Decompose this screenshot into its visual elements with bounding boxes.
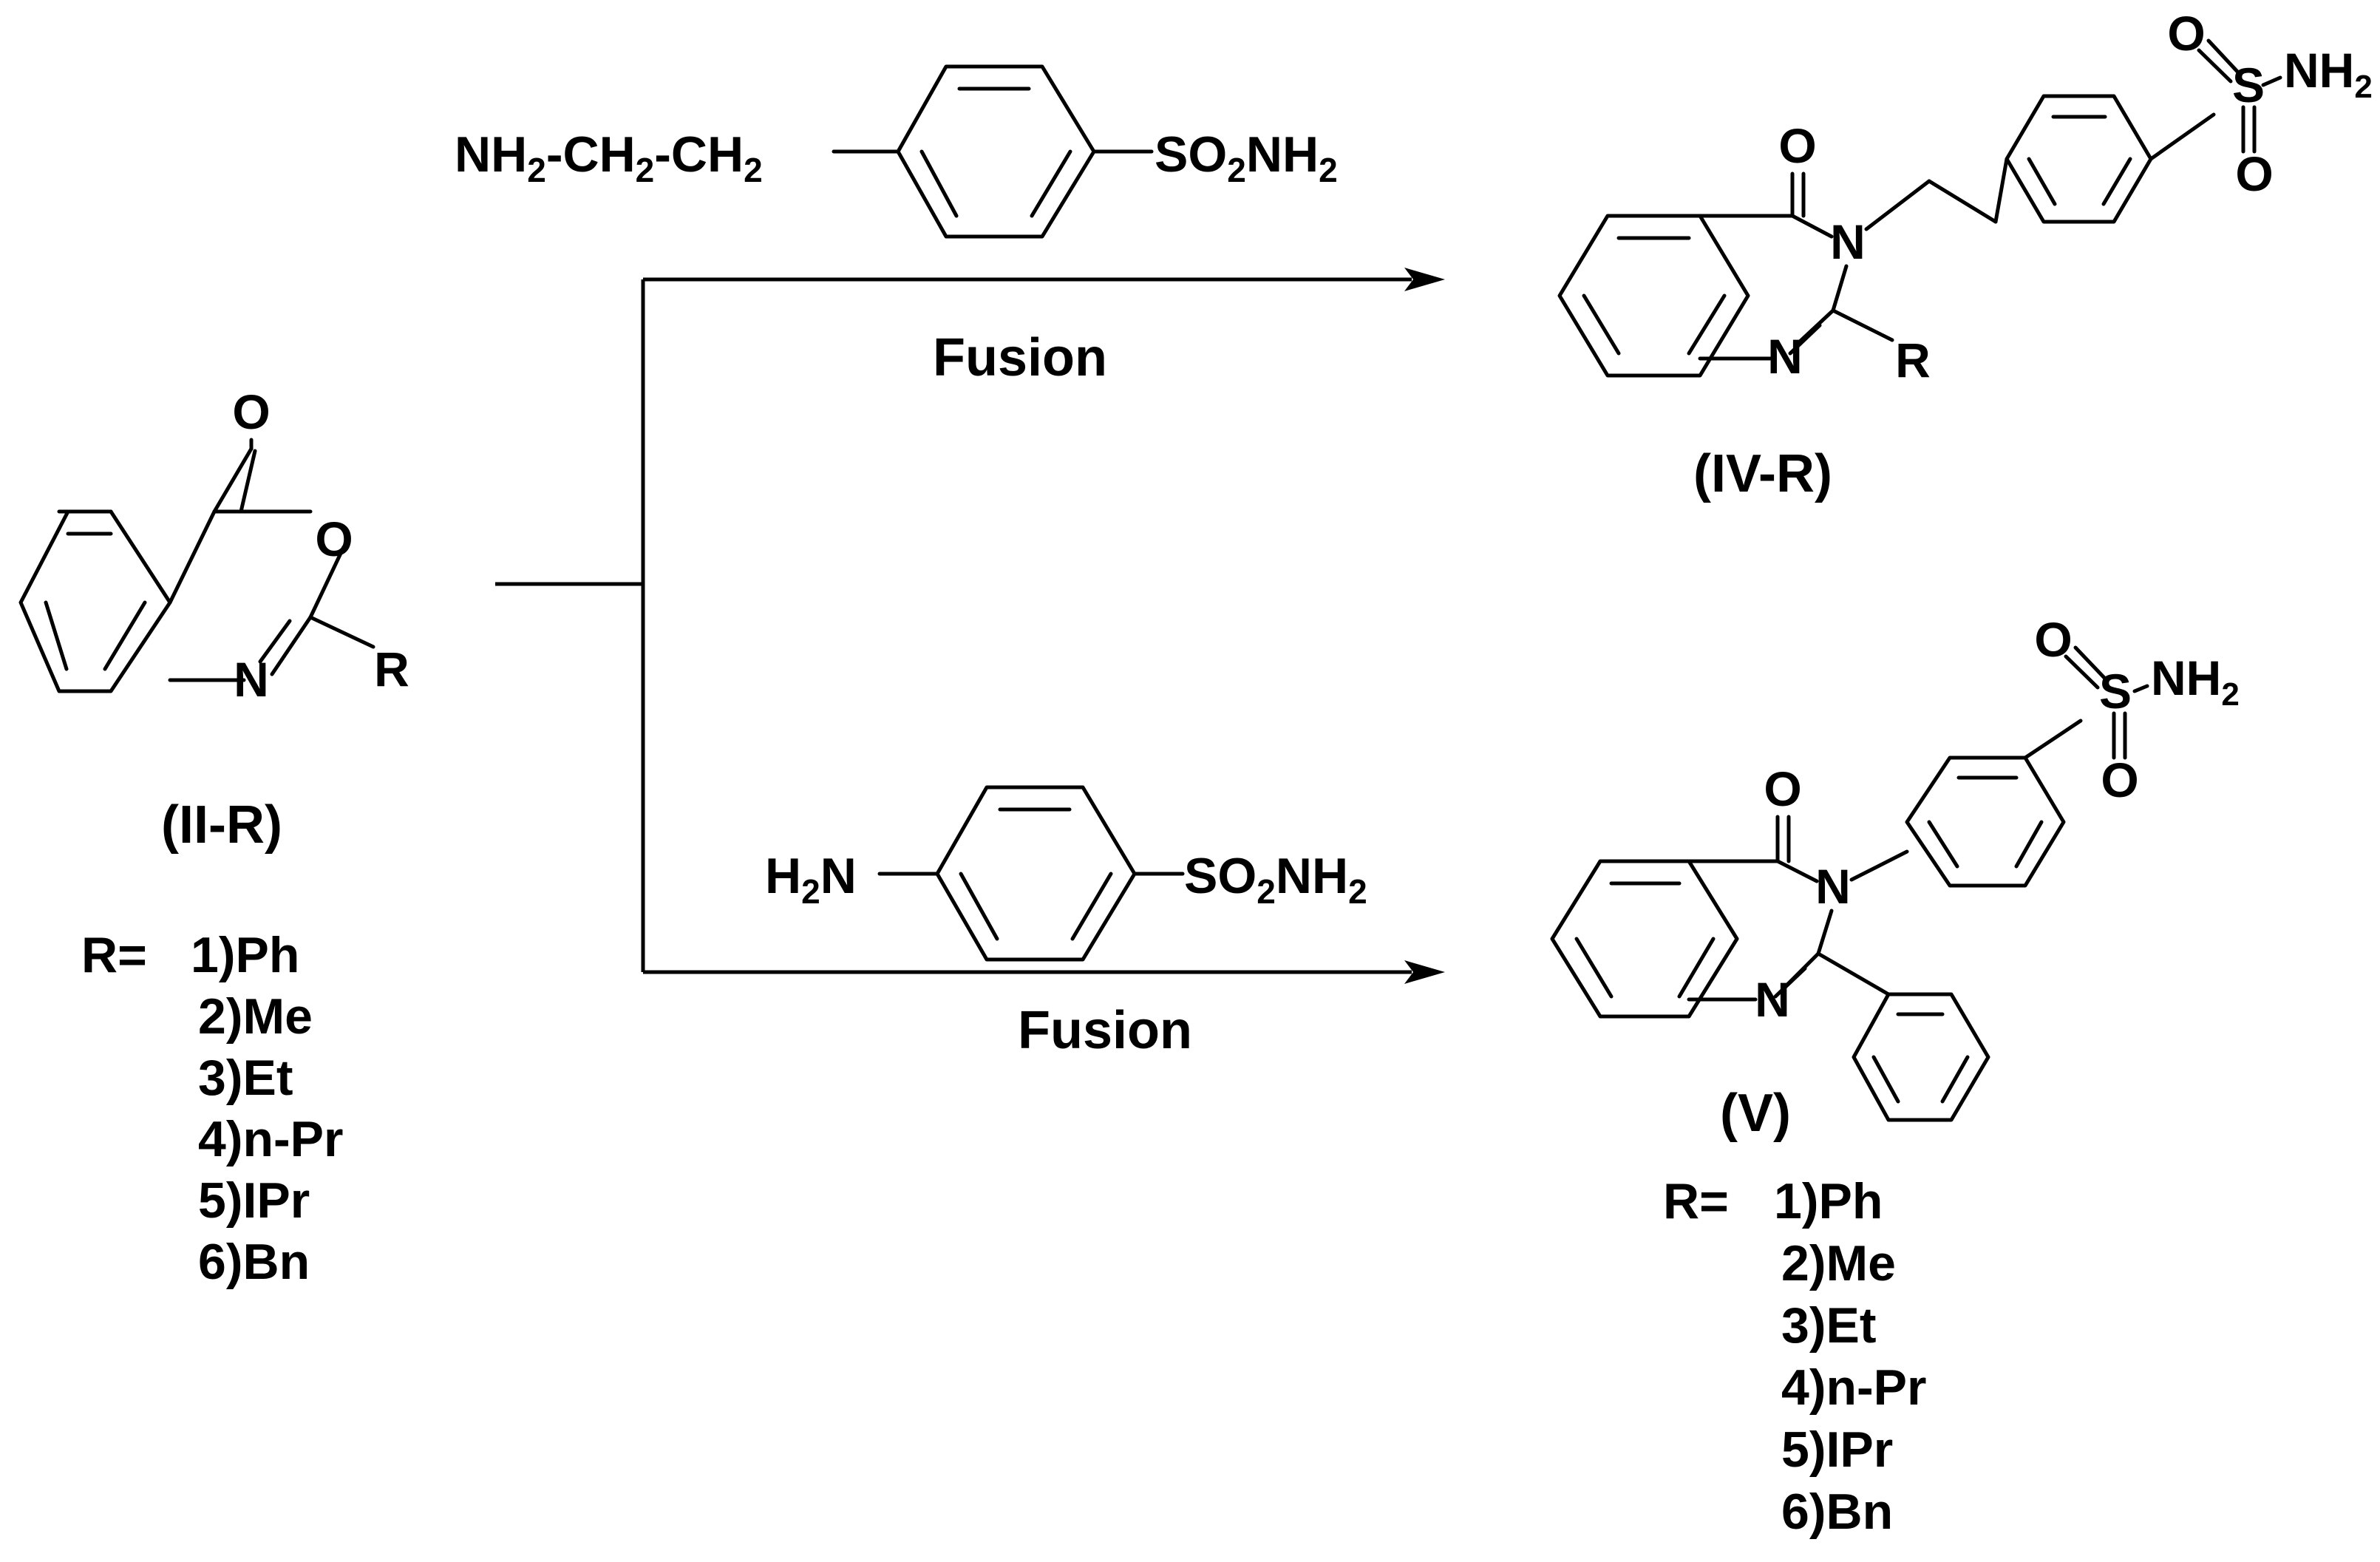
atom-o-sulfonyl-2: O: [2101, 753, 2138, 807]
substituent-r: R: [1895, 333, 1931, 387]
label-product-bottom: (V): [1720, 1084, 1791, 1143]
svg-text:SO2NH2: SO2NH2: [1184, 848, 1367, 911]
reagent-bottom-n: N: [820, 848, 857, 904]
sub-2: 2: [801, 872, 820, 911]
r-list-prefix: R=: [81, 927, 147, 983]
atom-o-sulfonyl-1: O: [2167, 6, 2205, 61]
reagent-bottom-so: SO: [1184, 848, 1257, 904]
arrow-top: [643, 268, 1445, 291]
compound-product-bottom: O N N S O O NH2: [1550, 612, 2240, 1122]
sub-2: 2: [2354, 69, 2372, 105]
product-bottom-benzo-ring: [1550, 859, 1739, 1019]
r-list-prefix: R=: [1663, 1173, 1729, 1229]
reagent-top-nh: NH: [455, 126, 527, 183]
reagent-top-so: SO: [1155, 126, 1227, 183]
r-list-item: 2)Me: [198, 988, 313, 1045]
r-list-item: 3)Et: [198, 1050, 293, 1106]
svg-text:NH2: NH2: [2284, 43, 2373, 105]
product-bottom-phenyl-ring: [1852, 992, 1990, 1122]
label-start: (II-R): [161, 795, 282, 855]
reagent-top-nh-suffix: NH: [1246, 126, 1319, 183]
r-list-item: 4)n-Pr: [198, 1111, 343, 1167]
sulfonamide-nh: NH: [2151, 651, 2221, 705]
atom-s: S: [2099, 664, 2132, 719]
sub-2: 2: [527, 151, 546, 189]
atom-o-sulfonyl-2: O: [2235, 146, 2273, 201]
condition-bottom: Fusion: [1018, 1001, 1192, 1060]
r-list-item: 6)Bn: [1781, 1484, 1893, 1540]
reagent-top-ch2-b: -CH: [654, 126, 744, 183]
sub-2: 2: [1257, 872, 1276, 911]
arrow-bottom: [643, 960, 1445, 984]
atom-o-sulfonyl-1: O: [2034, 612, 2072, 667]
substituent-r: R: [374, 642, 409, 696]
atom-o-ring: O: [315, 512, 353, 566]
label-product-top: (IV-R): [1693, 444, 1832, 503]
sub-2: 2: [1319, 151, 1338, 189]
atom-n: N: [234, 652, 269, 707]
atom-s: S: [2232, 58, 2265, 112]
svg-text:NH2-CH2-CH2: NH2-CH2-CH2: [455, 126, 763, 189]
r-list-right: R= 1)Ph 2)Me 3)Et 4)n-Pr 5)IPr 6)Bn: [1663, 1173, 1926, 1540]
product-top-phenyl-ring: [2005, 94, 2153, 224]
atom-n1: N: [1767, 329, 1803, 384]
compound-product-top: O N N R S O O NH2: [1557, 6, 2373, 387]
reagent-top-ch2-a: -CH: [546, 126, 636, 183]
atom-o-carbonyl: O: [232, 384, 270, 439]
atom-n1: N: [1755, 972, 1790, 1027]
r-list-item: 1)Ph: [1774, 1173, 1883, 1229]
sub-2: 2: [636, 151, 655, 189]
atom-o: O: [1764, 761, 1801, 816]
reagent-bottom-h: H: [765, 848, 801, 904]
product-top-benzo-ring: [1557, 214, 1750, 378]
sulfonamide-nh: NH: [2284, 43, 2354, 98]
r-list-item: 2)Me: [1781, 1235, 1896, 1291]
svg-text:SO2NH2: SO2NH2: [1155, 126, 1338, 189]
r-list-item: 1)Ph: [191, 927, 299, 983]
r-list-item: 5)IPr: [198, 1172, 310, 1229]
sub-2: 2: [744, 151, 763, 189]
svg-text:H2N: H2N: [765, 848, 857, 911]
sub-2: 2: [2221, 676, 2239, 713]
r-list-item: 6)Bn: [198, 1234, 310, 1290]
sub-2: 2: [1227, 151, 1246, 189]
r-list-item: 3)Et: [1781, 1297, 1876, 1354]
condition-top: Fusion: [933, 328, 1107, 387]
reagent-bottom-benzene-ring: [935, 785, 1137, 962]
atom-o: O: [1778, 118, 1816, 173]
reagent-bottom: H2N SO2NH2: [765, 785, 1367, 962]
reagent-bottom-nh-suffix: NH: [1276, 848, 1348, 904]
r-list-item: 5)IPr: [1781, 1422, 1893, 1478]
r-list-item: 4)n-Pr: [1781, 1359, 1926, 1416]
reagent-top-benzene-ring: [896, 64, 1096, 239]
product-bottom-sulfonylphenyl-ring: [1905, 755, 2066, 888]
atom-n3: N: [1815, 859, 1851, 914]
svg-text:NH2: NH2: [2151, 651, 2240, 713]
reagent-top: NH2-CH2-CH2 SO2NH2: [455, 64, 1338, 239]
branching-line: [495, 279, 645, 972]
compound-start: O O N R: [18, 384, 409, 707]
compound-start-benzene-ring: [18, 509, 172, 693]
sub-2: 2: [1348, 872, 1367, 911]
r-list-left: R= 1)Ph 2)Me 3)Et 4)n-Pr 5)IPr 6)Bn: [81, 927, 343, 1290]
atom-n3: N: [1830, 214, 1866, 269]
